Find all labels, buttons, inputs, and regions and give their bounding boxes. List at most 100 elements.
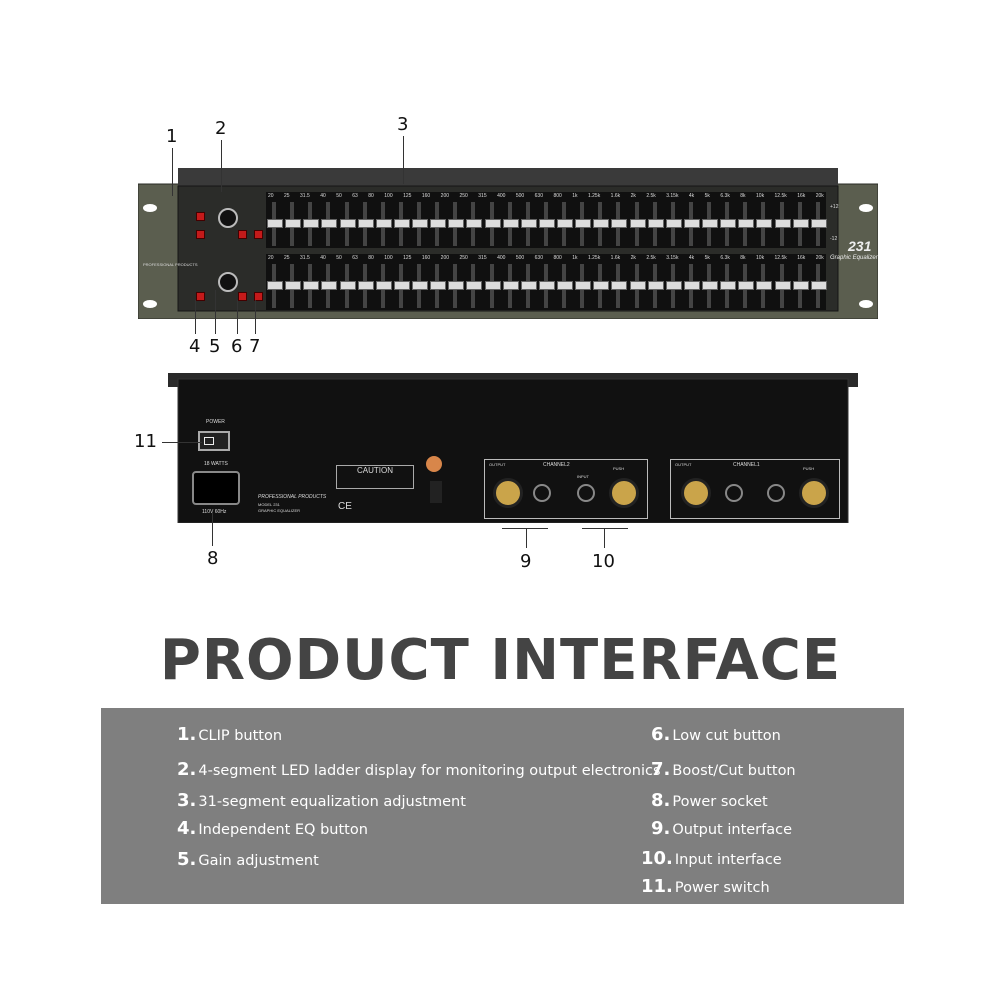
power-switch[interactable]	[198, 431, 230, 451]
eq-fader[interactable]	[593, 264, 610, 308]
eq-fader[interactable]	[267, 264, 283, 308]
eq-fader[interactable]	[702, 202, 718, 246]
channel1-jack-input[interactable]	[767, 484, 785, 502]
eq-fader[interactable]	[774, 202, 791, 246]
eq-fader[interactable]	[647, 202, 664, 246]
eq-fader[interactable]	[792, 202, 809, 246]
clip-button-ch1[interactable]	[196, 212, 205, 221]
gain-knob-ch2[interactable]	[218, 272, 238, 292]
eq-fader[interactable]	[430, 202, 447, 246]
channel1-push-label: PUSH	[803, 466, 815, 471]
legend-num: 11.	[641, 876, 673, 897]
channel2-jack-input[interactable]	[577, 484, 595, 502]
callout-3: 3	[397, 114, 409, 135]
eq-fader[interactable]	[720, 202, 737, 246]
eq-fader[interactable]	[484, 202, 501, 246]
eq-fader[interactable]	[792, 264, 809, 308]
boostcut-button-ch2[interactable]	[254, 292, 263, 301]
channel1-jack-output[interactable]	[725, 484, 743, 502]
eq-fader[interactable]	[720, 264, 737, 308]
eq-fader[interactable]	[738, 202, 755, 246]
model-number: 231	[848, 238, 872, 254]
eq-fader[interactable]	[375, 202, 392, 246]
eq-fader[interactable]	[647, 264, 664, 308]
lowcut-button-ch2[interactable]	[238, 292, 247, 301]
eq-fader[interactable]	[448, 264, 465, 308]
eq-fader[interactable]	[538, 264, 555, 308]
eq-fader[interactable]	[430, 264, 447, 308]
eq-fader[interactable]	[393, 264, 410, 308]
channel2-xlr-output[interactable]	[493, 478, 523, 508]
eq-fader[interactable]	[412, 264, 428, 308]
legend-num: 10.	[641, 848, 673, 869]
eq-fader[interactable]	[466, 202, 483, 246]
eq-fader[interactable]	[502, 202, 519, 246]
eq-fader[interactable]	[484, 264, 501, 308]
frequency-label: 2k	[630, 255, 636, 261]
eq-fader[interactable]	[339, 202, 356, 246]
eq-fader[interactable]	[629, 264, 646, 308]
eq-fader[interactable]	[665, 264, 682, 308]
eq-fader[interactable]	[357, 264, 374, 308]
boostcut-button-ch1[interactable]	[254, 230, 263, 239]
eq-fader[interactable]	[575, 202, 592, 246]
eq-fader[interactable]	[502, 264, 519, 308]
channel1-xlr-output[interactable]	[681, 478, 711, 508]
eq-fader[interactable]	[357, 202, 374, 246]
eq-button-ch1[interactable]	[196, 230, 205, 239]
legend-num: 8.	[651, 790, 671, 811]
frequency-label: 6.3k	[720, 255, 730, 261]
eq-fader[interactable]	[520, 202, 537, 246]
eq-fader[interactable]	[375, 264, 392, 308]
lowcut-button-ch1[interactable]	[238, 230, 247, 239]
gain-knob-ch1[interactable]	[218, 208, 238, 228]
fader-row-ch1[interactable]	[267, 202, 827, 246]
eq-fader[interactable]	[267, 202, 283, 246]
callout-6: 6	[231, 336, 243, 357]
eq-fader[interactable]	[756, 202, 773, 246]
eq-fader[interactable]	[393, 202, 410, 246]
eq-fader[interactable]	[810, 202, 827, 246]
eq-fader[interactable]	[520, 264, 537, 308]
eq-fader[interactable]	[466, 264, 483, 308]
eq-fader[interactable]	[339, 264, 356, 308]
eq-fader[interactable]	[303, 264, 320, 308]
eq-fader[interactable]	[756, 264, 773, 308]
eq-fader[interactable]	[683, 264, 700, 308]
frequency-label: 5k	[704, 193, 710, 199]
eq-fader[interactable]	[285, 264, 302, 308]
eq-fader[interactable]	[285, 202, 302, 246]
eq-fader[interactable]	[538, 202, 555, 246]
eq-fader[interactable]	[321, 264, 338, 308]
eq-button-ch2[interactable]	[196, 292, 205, 301]
eq-fader[interactable]	[593, 202, 610, 246]
eq-fader[interactable]	[412, 202, 428, 246]
frequency-label: 125	[403, 193, 412, 199]
channel2-jack-output[interactable]	[533, 484, 551, 502]
channel1-xlr-input[interactable]	[799, 478, 829, 508]
power-socket[interactable]	[192, 471, 240, 505]
eq-fader[interactable]	[303, 202, 320, 246]
eq-fader[interactable]	[702, 264, 718, 308]
callout-8-line	[212, 512, 213, 546]
eq-fader[interactable]	[448, 202, 465, 246]
eq-fader[interactable]	[629, 202, 646, 246]
eq-fader[interactable]	[774, 264, 791, 308]
eq-fader[interactable]	[810, 264, 827, 308]
eq-fader[interactable]	[738, 264, 755, 308]
fader-row-ch2[interactable]	[267, 264, 827, 308]
eq-fader[interactable]	[683, 202, 700, 246]
eq-fader[interactable]	[557, 202, 573, 246]
eq-fader[interactable]	[611, 264, 628, 308]
eq-fader[interactable]	[611, 202, 628, 246]
eq-fader[interactable]	[321, 202, 338, 246]
eq-fader[interactable]	[557, 264, 573, 308]
frequency-label: 16k	[797, 255, 806, 261]
eq-fader[interactable]	[665, 202, 682, 246]
channel2-xlr-input[interactable]	[609, 478, 639, 508]
frequency-label: 10k	[756, 255, 765, 261]
frequency-label: 6.3k	[720, 193, 730, 199]
frequency-label: 2k	[630, 193, 636, 199]
eq-fader[interactable]	[575, 264, 592, 308]
model-name: Graphic Equalizer	[830, 255, 878, 261]
